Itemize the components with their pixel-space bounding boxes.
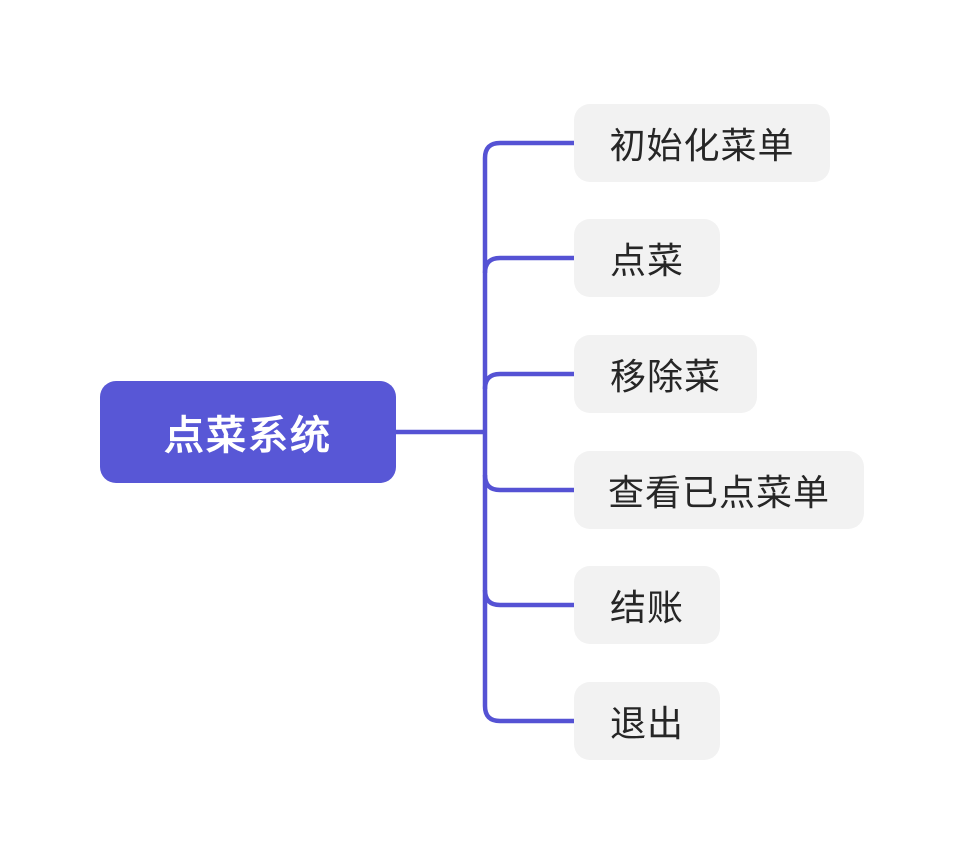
child-node-order-dish[interactable]: 点菜 xyxy=(574,219,720,297)
connector-branch-checkout xyxy=(482,589,575,608)
connector-branch-order-dish xyxy=(482,255,575,274)
root-node-ordering-system[interactable]: 点菜系统 xyxy=(100,381,396,483)
connector-trunk-with-first-last-branch xyxy=(482,140,575,724)
child-node-exit[interactable]: 退出 xyxy=(574,682,720,760)
connector-branch-view-ordered xyxy=(482,474,575,493)
child-node-checkout[interactable]: 结账 xyxy=(574,566,720,644)
child-node-init-menu[interactable]: 初始化菜单 xyxy=(574,104,830,182)
child-node-remove-dish[interactable]: 移除菜 xyxy=(574,335,757,413)
child-node-view-ordered-menu[interactable]: 查看已点菜单 xyxy=(574,451,864,529)
connector-branch-remove-dish xyxy=(482,371,575,390)
